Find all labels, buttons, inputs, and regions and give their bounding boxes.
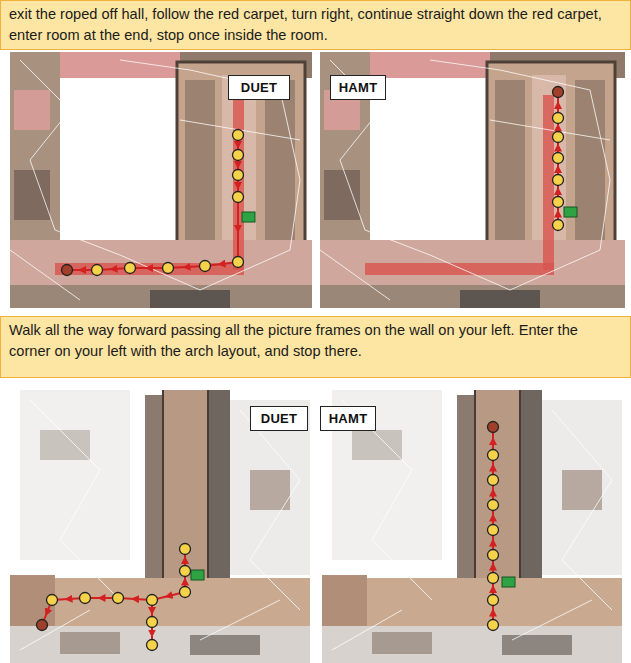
instruction-text: exit the roped off hall, follow the red … [9, 6, 602, 43]
panel [10, 381, 312, 663]
house-scene [10, 52, 312, 308]
house-scene [10, 381, 312, 663]
waypoint [553, 175, 564, 186]
waypoint [233, 257, 244, 268]
end-waypoint [488, 422, 499, 433]
trajectory [67, 135, 238, 270]
start-flag [242, 212, 255, 222]
waypoint [553, 153, 564, 164]
method-name: HAMT [329, 411, 368, 426]
method-label: HAMT [320, 406, 376, 431]
waypoint [553, 113, 564, 124]
waypoint [488, 525, 499, 536]
house-scene [320, 52, 625, 308]
waypoint [233, 150, 244, 161]
instruction-banner: Walk all the way forward passing all the… [0, 316, 631, 378]
waypoint [180, 587, 191, 598]
end-waypoint [62, 265, 73, 276]
end-waypoint [553, 87, 564, 98]
start-flag [191, 570, 204, 580]
method-name: DUET [241, 80, 278, 95]
method-label: DUET [250, 406, 308, 431]
waypoint [488, 550, 499, 561]
start-flags [191, 207, 577, 587]
waypoint [47, 595, 58, 606]
waypoint [233, 170, 244, 181]
panel [10, 52, 312, 308]
waypoint [163, 263, 174, 274]
method-name: DUET [261, 411, 298, 426]
waypoint [147, 595, 158, 606]
waypoint [488, 500, 499, 511]
panel [318, 381, 625, 663]
waypoint [488, 573, 499, 584]
waypoint [147, 640, 158, 651]
instruction-text: Walk all the way forward passing all the… [9, 322, 578, 359]
waypoint [488, 475, 499, 486]
waypoint [488, 620, 499, 631]
method-name: HAMT [339, 80, 378, 95]
waypoint [553, 132, 564, 143]
trajectory [42, 592, 185, 625]
start-flag [502, 577, 515, 587]
waypoint [180, 566, 191, 577]
waypoint [233, 130, 244, 141]
waypoint [125, 263, 136, 274]
instruction-banner: exit the roped off hall, follow the red … [0, 0, 631, 50]
waypoint [92, 265, 103, 276]
waypoint [488, 450, 499, 461]
house-scene [318, 381, 625, 663]
waypoint [233, 192, 244, 203]
waypoint [553, 220, 564, 231]
panel [320, 52, 625, 308]
waypoint [180, 544, 191, 555]
waypoint [113, 593, 124, 604]
method-label: DUET [228, 75, 290, 100]
waypoint [80, 593, 91, 604]
end-waypoint [37, 620, 48, 631]
method-label: HAMT [330, 75, 386, 100]
waypoint [553, 197, 564, 208]
waypoint [488, 595, 499, 606]
waypoint [200, 261, 211, 272]
waypoint [147, 617, 158, 628]
start-flag [564, 207, 577, 217]
